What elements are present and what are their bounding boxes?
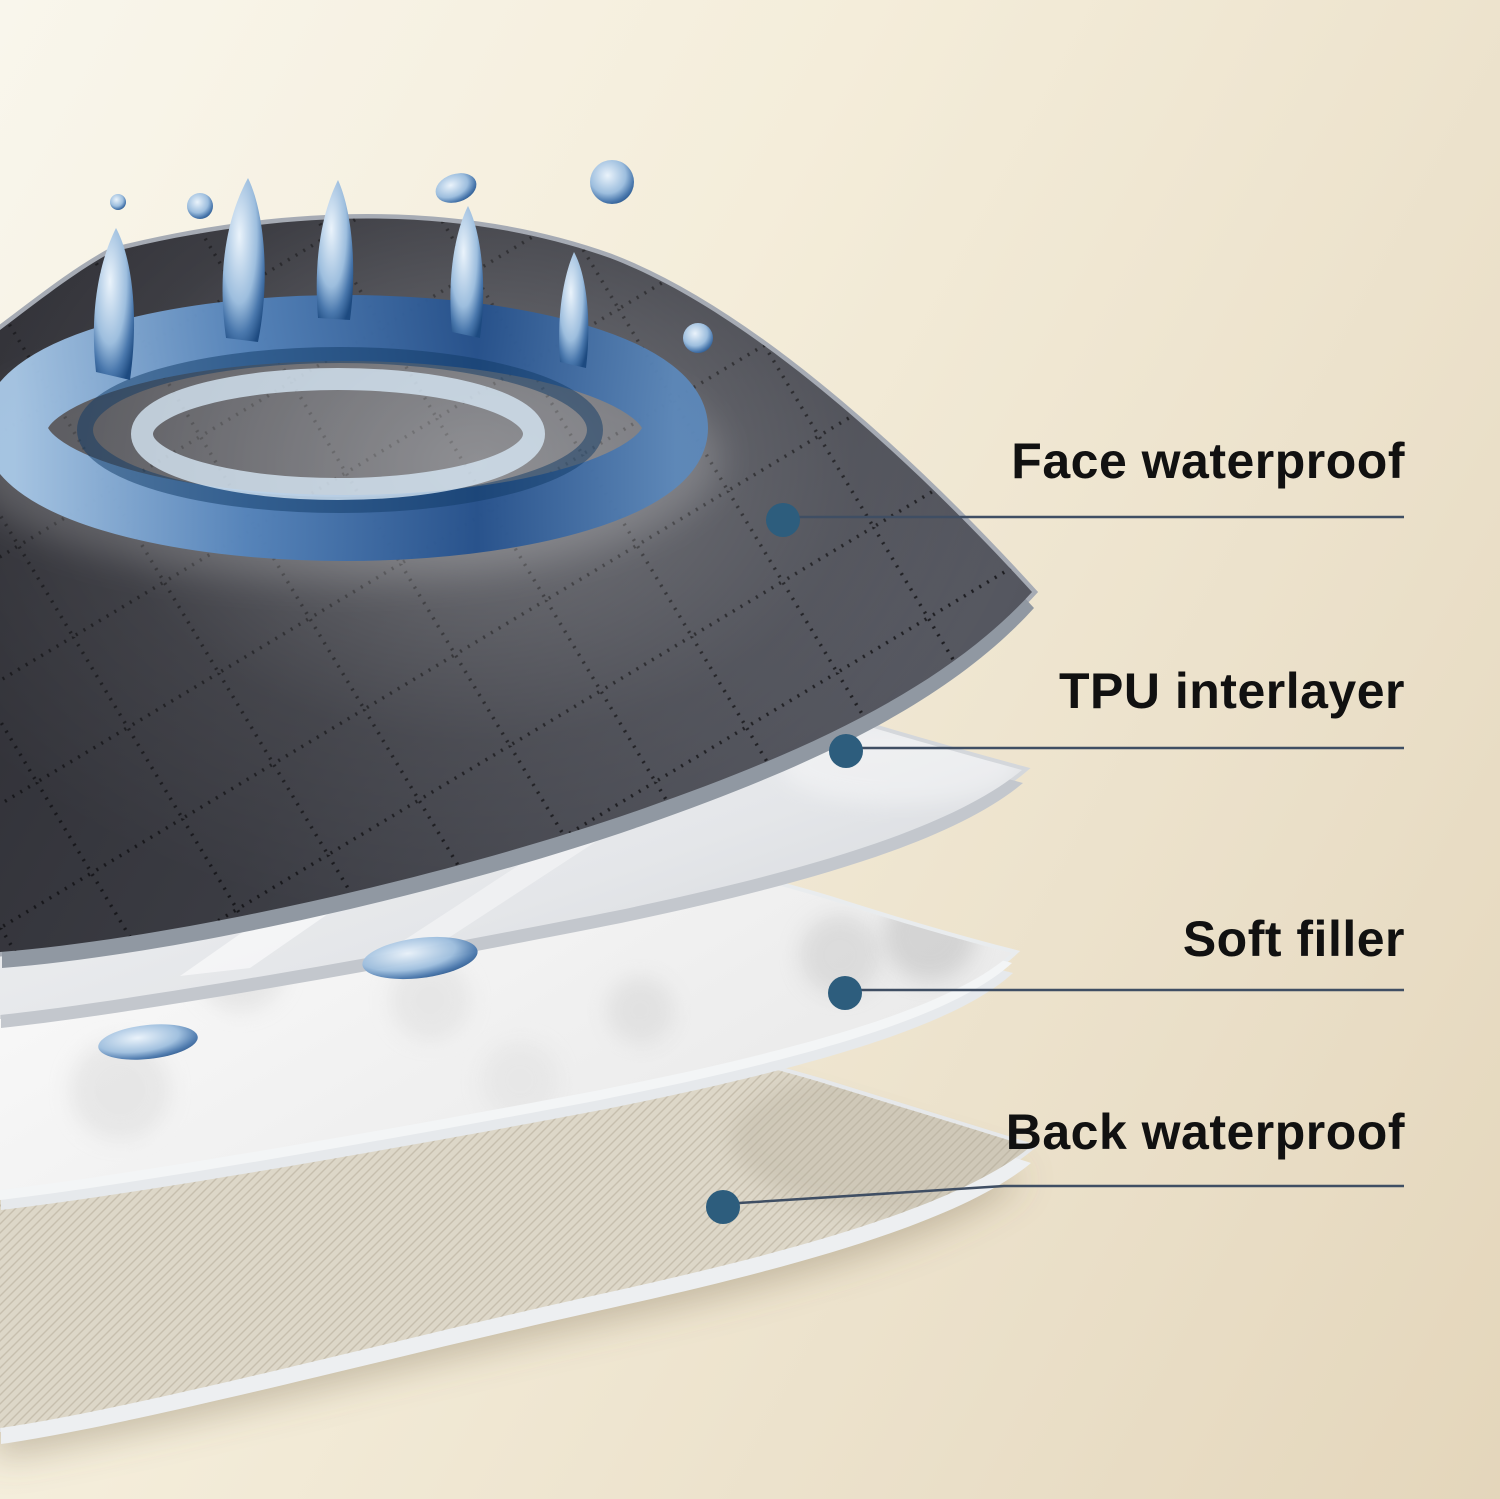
callout-line-back [738, 1184, 1404, 1205]
callout-back-waterproof [706, 1184, 1404, 1224]
callout-tpu-interlayer [829, 734, 1404, 768]
splash-crown-ring [0, 295, 708, 561]
splash-highlight-ring [131, 368, 545, 500]
water-splash [0, 160, 720, 580]
splash-droplets [110, 160, 713, 353]
label-back-waterproof: Back waterproof [1005, 1104, 1405, 1160]
label-soft-filler: Soft filler [1182, 911, 1405, 967]
splash-spikes [93, 178, 589, 380]
callout-dot-face [766, 503, 800, 537]
callout-dot-filler [828, 976, 862, 1010]
callout-dot-back [706, 1190, 740, 1224]
callouts [706, 503, 1404, 1224]
callout-face-waterproof [766, 503, 1404, 537]
splash-inner-shadow-ring [77, 347, 603, 513]
callout-dot-tpu [829, 734, 863, 768]
label-face-waterproof: Face waterproof [1011, 433, 1405, 489]
label-tpu-interlayer: TPU interlayer [1058, 663, 1405, 719]
callout-soft-filler [828, 976, 1404, 1010]
